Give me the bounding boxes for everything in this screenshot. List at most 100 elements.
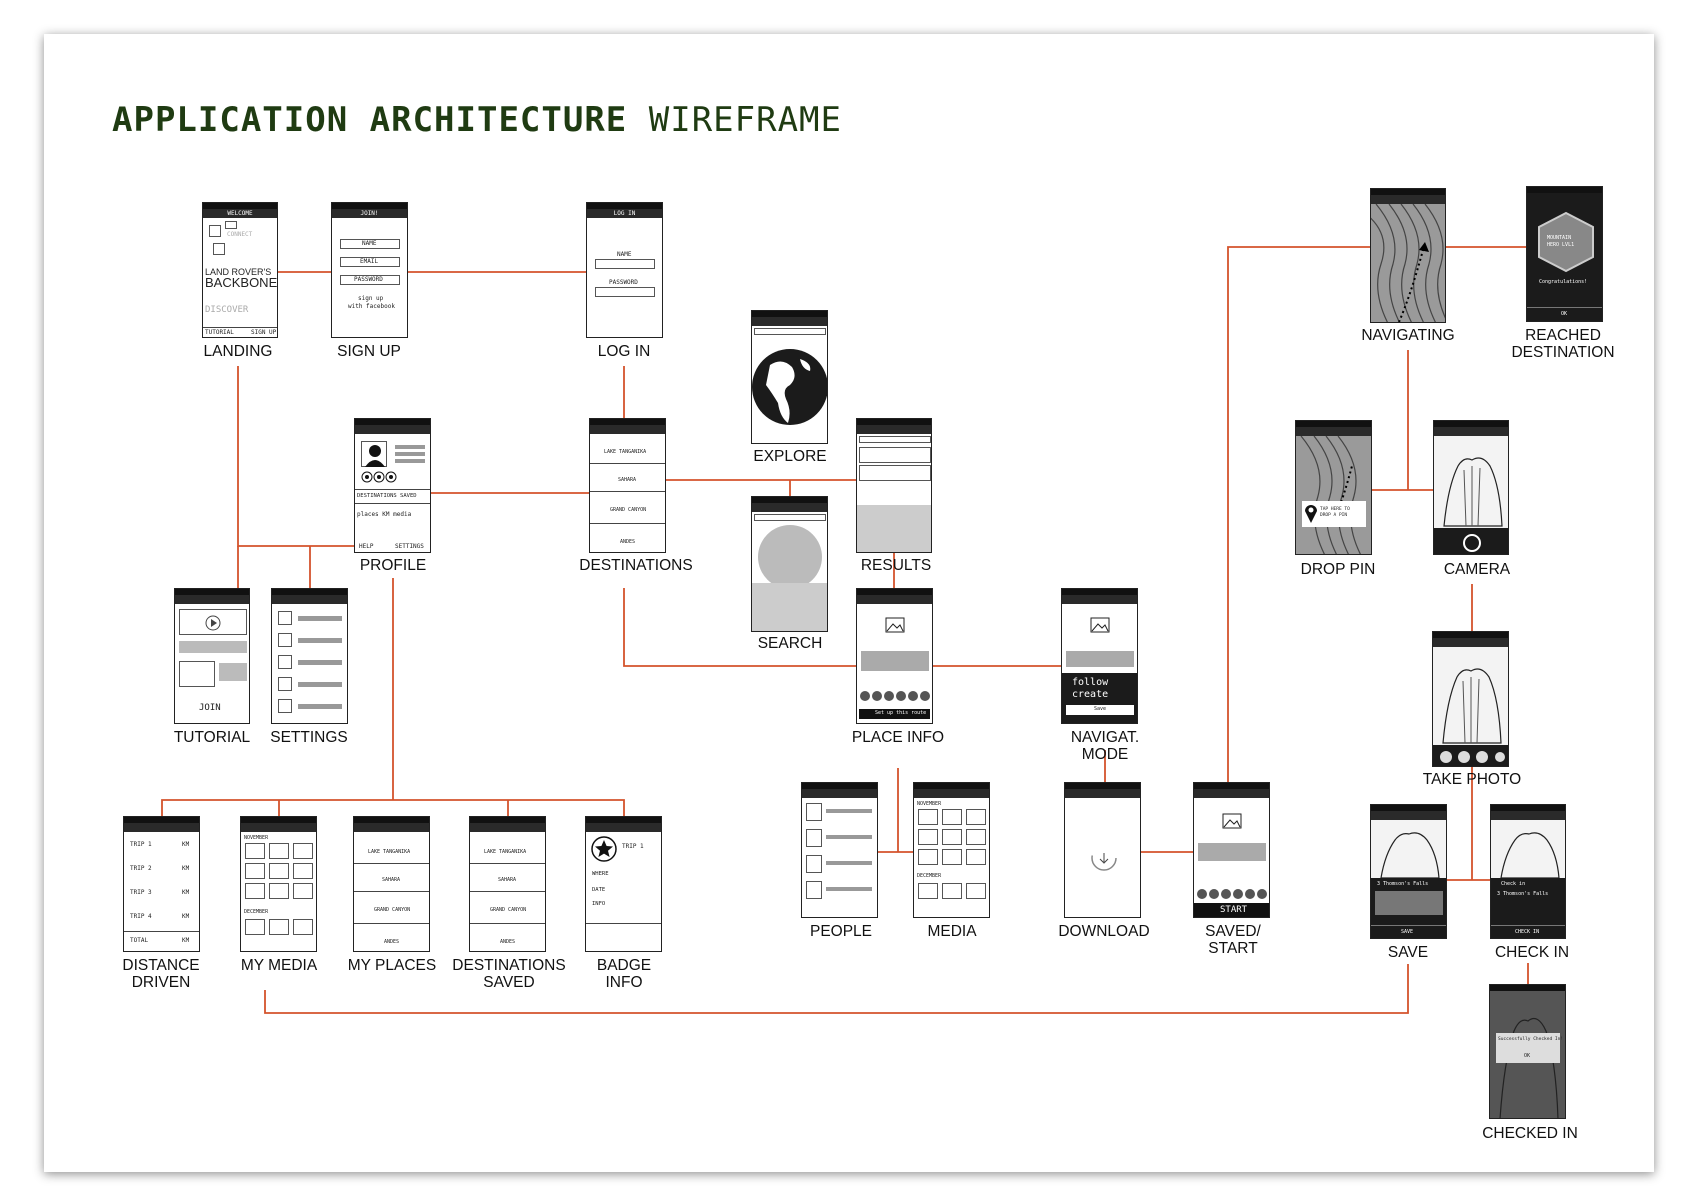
star-badge-icon — [591, 836, 617, 862]
shutter-button[interactable] — [1462, 533, 1482, 553]
screen-people[interactable] — [801, 782, 878, 918]
connector-line — [237, 366, 354, 547]
profile-help-link[interactable]: HELP — [359, 543, 374, 550]
saved-destination-item[interactable]: GRAND CANYON — [490, 907, 527, 913]
screen-drop-pin[interactable]: TAP HERE TO DROP A PIN — [1295, 420, 1372, 555]
screen-landing[interactable]: WELCOME CONNECT LAND ROVER'S BACKBONE DI… — [202, 202, 278, 338]
tutorial-join-button[interactable]: JOIN — [199, 703, 221, 713]
place-item[interactable]: GRAND CANYON — [374, 907, 411, 913]
keyboard[interactable] — [857, 505, 931, 552]
label-results: RESULTS — [860, 557, 932, 574]
my-media-month-1: NOVEMBER — [244, 835, 269, 841]
navmode-save-button[interactable]: Save — [1094, 706, 1107, 712]
place-item[interactable]: ANDES — [384, 939, 400, 945]
save-button[interactable]: SAVE — [1401, 929, 1414, 935]
title-bold: APPLICATION ARCHITECTURE — [112, 100, 628, 140]
screen-search[interactable] — [751, 496, 828, 632]
badge-date-label: DATE — [592, 887, 606, 893]
profile-destinations-saved[interactable]: DESTINATIONS SAVED — [357, 493, 417, 499]
label-save: SAVE — [1387, 944, 1429, 961]
destination-item[interactable]: ANDES — [620, 539, 636, 545]
landing-tutorial-link[interactable]: TUTORIAL — [205, 329, 234, 336]
saved-destination-item[interactable]: LAKE TANGANIKA — [484, 849, 527, 855]
screen-explore[interactable] — [751, 310, 828, 444]
badge-info-label: INFO — [592, 901, 606, 907]
screen-results[interactable] — [856, 418, 932, 553]
place-item[interactable]: SAHARA — [382, 877, 401, 883]
saved-destination-item[interactable]: ANDES — [500, 939, 516, 945]
landing-header: WELCOME — [203, 209, 277, 218]
destination-item[interactable]: GRAND CANYON — [610, 507, 647, 513]
checkin-button[interactable]: CHECK IN — [1515, 929, 1540, 935]
label-drop-pin: DROP PIN — [1300, 561, 1376, 578]
screen-my-media[interactable]: NOVEMBER DECEMBER — [240, 816, 317, 952]
label-my-media: MY MEDIA — [240, 957, 318, 974]
label-people: PEOPLE — [809, 923, 873, 940]
set-up-route-button[interactable]: Set up this route — [875, 710, 927, 716]
screen-settings[interactable] — [271, 588, 348, 724]
screen-saved-start[interactable]: START — [1193, 782, 1270, 918]
screen-destinations-saved[interactable]: LAKE TANGANIKA SAHARA GRAND CANYON ANDES — [469, 816, 546, 952]
screen-place-info[interactable]: Set up this route — [856, 588, 933, 724]
photo-actions[interactable] — [1439, 750, 1505, 764]
screen-checked-in[interactable]: Successfully Checked In! OK — [1489, 984, 1566, 1119]
trip-total-unit: KM — [182, 937, 190, 944]
play-icon[interactable] — [205, 615, 221, 631]
keyboard[interactable] — [752, 583, 827, 631]
screen-navigation-mode[interactable]: follow create Save — [1061, 588, 1138, 724]
signup-password-field[interactable]: PASSWORD — [354, 276, 383, 283]
profile-settings-link[interactable]: SETTINGS — [395, 543, 424, 550]
reached-ok-button[interactable]: OK — [1561, 311, 1568, 317]
screen-save[interactable]: 3 Thomson's Falls SAVE — [1370, 804, 1447, 939]
destination-item[interactable]: SAHARA — [618, 477, 637, 483]
signup-name-field[interactable]: NAME — [362, 240, 377, 247]
map-pin-icon — [1305, 505, 1317, 523]
destination-item[interactable]: LAKE TANGANIKA — [604, 449, 647, 455]
screen-download[interactable] — [1064, 782, 1141, 918]
screen-my-places[interactable]: LAKE TANGANIKA SAHARA GRAND CANYON ANDES — [353, 816, 430, 952]
screen-take-photo[interactable] — [1432, 631, 1509, 767]
checked-in-message: Successfully Checked In! — [1498, 1037, 1564, 1042]
screen-media[interactable]: NOVEMBER DECEMBER — [913, 782, 990, 918]
badge-line1: MOUNTAIN — [1547, 235, 1572, 241]
screen-camera[interactable] — [1433, 420, 1509, 555]
start-button[interactable]: START — [1220, 905, 1248, 915]
drop-pin-hint-line1: TAP HERE TO — [1320, 507, 1350, 512]
waterfall-photo — [1433, 647, 1508, 745]
topo-map — [1371, 204, 1445, 322]
create-toggle[interactable]: create — [1072, 689, 1109, 700]
badge-trip-label: TRIP 1 — [622, 843, 644, 850]
screen-destinations[interactable]: LAKE TANGANIKA SAHARA GRAND CANYON ANDES — [589, 418, 666, 553]
signup-fb-line1[interactable]: sign up — [358, 295, 384, 302]
follow-toggle[interactable]: follow — [1072, 677, 1109, 688]
landing-signup-link[interactable]: SIGN UP — [251, 329, 277, 336]
label-signup: SIGN UP — [337, 343, 401, 360]
profile-badges — [361, 471, 397, 483]
screen-reached-destination[interactable]: MOUNTAIN HERO LVL1 Congratulations! OK — [1526, 186, 1603, 322]
signup-fb-line2[interactable]: with facebook — [348, 303, 395, 310]
checkin-title: Check in — [1501, 881, 1526, 887]
screen-navigating[interactable] — [1370, 188, 1446, 323]
trip-total-label: TOTAL — [130, 937, 149, 944]
label-distance-driven: DISTANCE DRIVEN — [122, 957, 200, 991]
badge-icon — [1538, 211, 1594, 273]
waterfall-photo — [1371, 820, 1446, 878]
label-check-in: CHECK IN — [1494, 944, 1570, 961]
screen-signup[interactable]: JOIN! NAME EMAIL PASSWORD sign up with f… — [331, 202, 408, 338]
place-item[interactable]: LAKE TANGANIKA — [368, 849, 411, 855]
saved-destination-item[interactable]: SAHARA — [498, 877, 517, 883]
image-icon — [1090, 617, 1110, 633]
checked-in-ok-button[interactable]: OK — [1524, 1053, 1531, 1059]
screen-badge-info[interactable]: TRIP 1 WHERE DATE INFO — [585, 816, 662, 952]
label-camera: CAMERA — [1443, 561, 1511, 578]
reached-message: Congratulations! — [1539, 279, 1588, 285]
screen-profile[interactable]: DESTINATIONS SAVED places KM media HELP … — [354, 418, 431, 553]
screen-check-in[interactable]: Check in 3 Thomson's Falls CHECK IN — [1490, 804, 1566, 939]
connector-line — [623, 588, 1061, 667]
label-my-places: MY PLACES — [347, 957, 437, 974]
screen-login[interactable]: LOG IN NAME PASSWORD — [586, 202, 663, 338]
screen-tutorial[interactable]: JOIN — [174, 588, 250, 724]
signup-email-field[interactable]: EMAIL — [360, 258, 379, 265]
